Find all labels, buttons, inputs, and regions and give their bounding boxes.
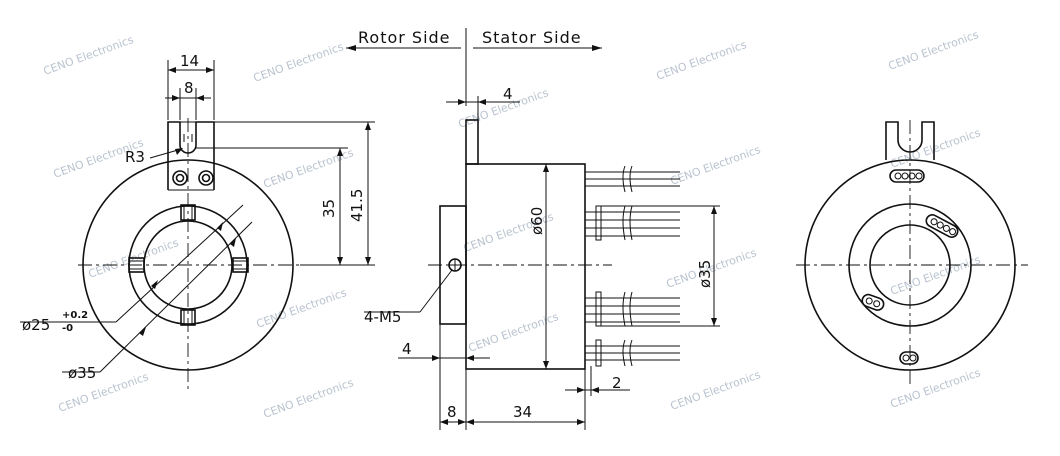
dim-35-vertical: 35 <box>320 199 338 218</box>
dim-34: 34 <box>513 403 532 421</box>
fork-bracket <box>167 121 215 191</box>
radius-r3: R3 <box>125 148 145 166</box>
dim-diameter-60: ø60 <box>528 207 546 235</box>
lead-wires <box>585 165 680 367</box>
left-front-view: 14 8 R3 35 41.5 ø25 +0.2 -0 <box>20 52 375 390</box>
watermark: CENO Electronics <box>889 126 983 171</box>
dim-8-bottom: 8 <box>447 403 457 421</box>
dim-4-bottom: 4 <box>402 340 412 358</box>
bore-tolerance-plus: +0.2 <box>62 310 88 321</box>
dim-14: 14 <box>180 52 199 70</box>
stator-body <box>465 163 586 370</box>
watermark: CENO Electronics <box>889 253 983 298</box>
dim-4-m5: 4-M5 <box>364 308 401 326</box>
watermark: CENO Electronics <box>669 143 763 188</box>
wire-exits <box>861 169 959 365</box>
stator-side-label: Stator Side <box>482 28 582 47</box>
rotor-side-label: Rotor Side <box>358 28 451 47</box>
dim-41-5: 41.5 <box>348 189 366 222</box>
dim-diameter-35-right: ø35 <box>696 260 714 288</box>
right-rear-view <box>796 120 1028 385</box>
watermark: CENO Electronics <box>262 376 356 421</box>
watermark: CENO Electronics <box>889 366 983 411</box>
dim-bore-diameter: ø25 <box>22 316 50 334</box>
dim-4-top: 4 <box>503 85 513 103</box>
watermark: CENO Electronics <box>887 28 981 73</box>
watermark: CENO Electronics <box>42 33 136 78</box>
side-view: Rotor Side Stator Side 4 4-M5 ø60 <box>346 28 720 430</box>
dim-8-top: 8 <box>184 79 194 97</box>
watermark: CENO Electronics <box>255 286 349 331</box>
bore-tolerance-minus: -0 <box>62 323 73 334</box>
dim-2: 2 <box>612 374 622 392</box>
watermark: CENO Electronics <box>252 40 346 85</box>
watermark: CENO Electronics <box>655 38 749 83</box>
dim-diameter-35: ø35 <box>68 364 96 382</box>
watermark: CENO Electronics <box>669 368 763 413</box>
screw-holes <box>128 204 249 326</box>
